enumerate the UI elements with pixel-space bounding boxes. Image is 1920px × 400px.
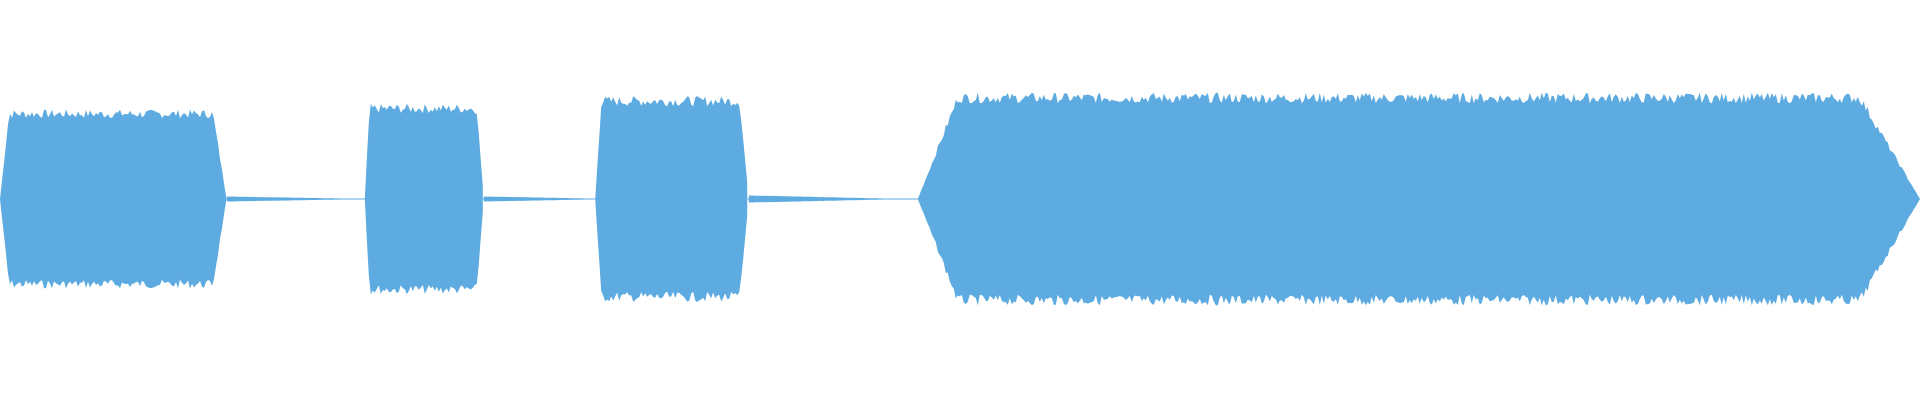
waveform-segment-sound (0, 109, 226, 289)
waveform-channel (0, 92, 1920, 306)
waveform-segment-decay (226, 196, 345, 202)
waveform-segment-decay (748, 195, 887, 203)
waveform-segment-decay (483, 196, 590, 202)
waveform-segment-sound (917, 92, 1920, 306)
waveform-segment-sound (595, 96, 748, 302)
waveform-segment-sound (364, 103, 483, 295)
